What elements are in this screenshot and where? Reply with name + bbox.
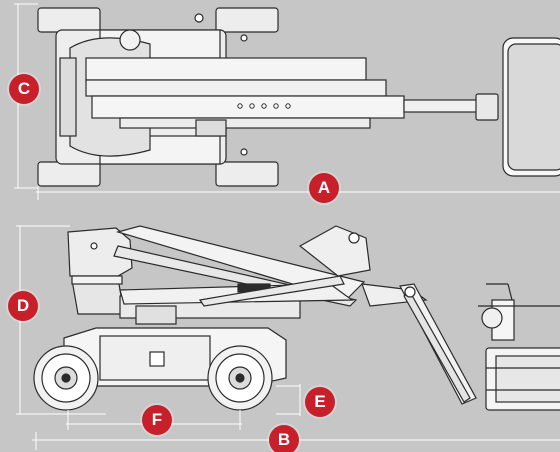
top-basket-arm bbox=[403, 99, 483, 113]
top-main-boom bbox=[85, 57, 367, 81]
badge-f: F bbox=[142, 405, 172, 435]
side-front-wheel bbox=[207, 345, 273, 411]
side-main-boom bbox=[115, 225, 366, 301]
badge-c: C bbox=[9, 74, 39, 104]
badge-e: E bbox=[305, 387, 335, 417]
badge-b: B bbox=[269, 425, 299, 452]
side-view bbox=[33, 225, 560, 411]
top-wheel-front-bottom bbox=[215, 161, 279, 187]
badge-a: A bbox=[309, 173, 339, 203]
badge-d: D bbox=[8, 291, 38, 321]
top-jib-boom bbox=[91, 95, 405, 119]
side-basket bbox=[478, 283, 560, 411]
top-wheel-rear-bottom bbox=[37, 161, 101, 187]
side-turret bbox=[67, 227, 133, 277]
top-wheel-front-top bbox=[215, 7, 279, 33]
top-wheel-rear-top bbox=[37, 7, 101, 33]
top-view bbox=[37, 7, 560, 187]
side-rear-wheel bbox=[33, 345, 99, 411]
